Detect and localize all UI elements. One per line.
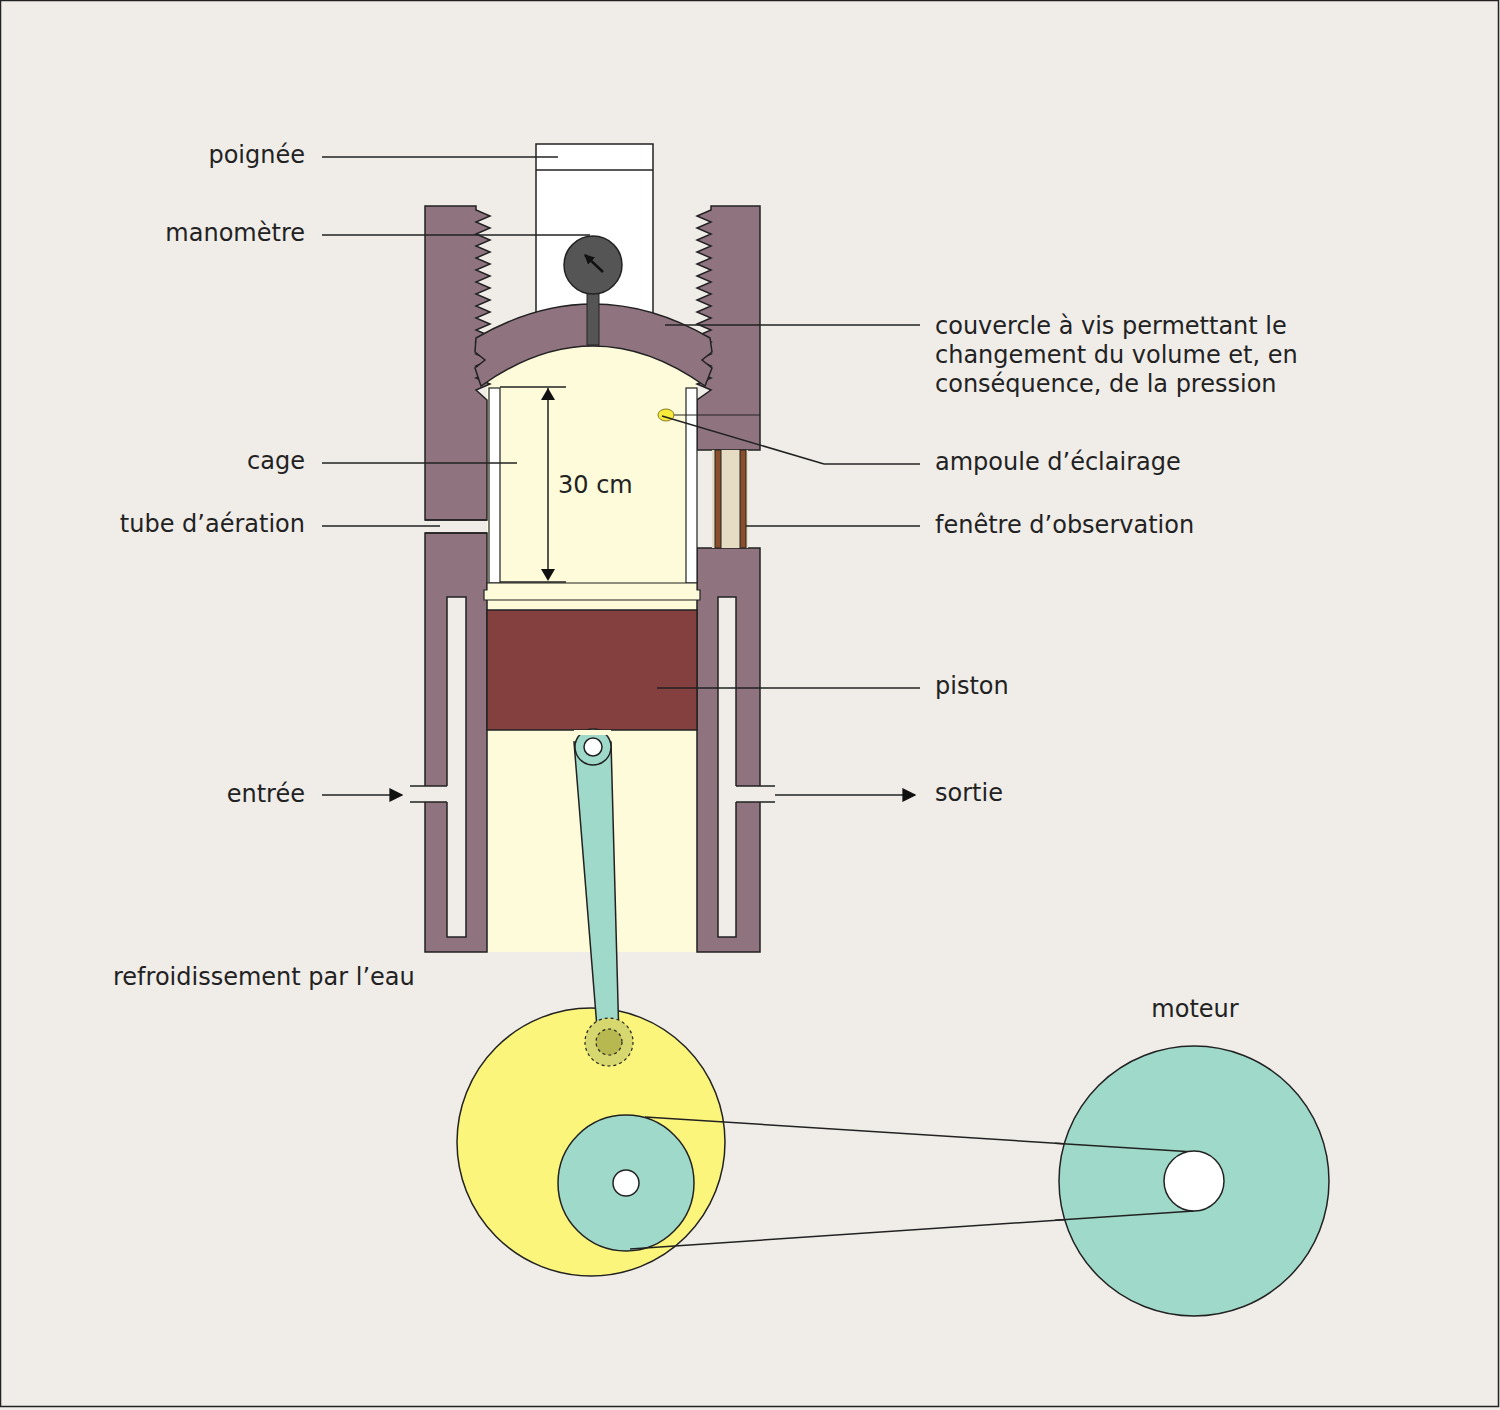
aeration-tube — [425, 532, 487, 534]
pulley — [558, 1115, 694, 1251]
leader-line — [322, 156, 558, 158]
dimension-tick — [500, 386, 566, 388]
leader-line — [662, 416, 824, 464]
leader-line — [746, 525, 920, 527]
motor-label: moteur — [1055, 995, 1335, 1024]
cage-wall — [686, 388, 697, 583]
inlet-pipe — [410, 785, 447, 787]
connecting-rod — [574, 742, 619, 1040]
outlet-pipe — [736, 785, 775, 787]
crank-pin — [596, 1029, 622, 1055]
flow-arrow — [775, 794, 915, 796]
part-label: fenêtre d’observation — [935, 511, 1194, 540]
handle-edge — [536, 169, 653, 171]
dimension-line — [547, 395, 549, 575]
piston — [487, 610, 697, 730]
inlet-pipe — [410, 801, 447, 803]
part-label: ampoule d’éclairage — [935, 448, 1181, 477]
lamp-wire — [672, 414, 760, 415]
dimension-label: 30 cm — [558, 471, 633, 500]
flow-arrow — [322, 794, 402, 796]
part-label: couvercle à vis permettant le changement… — [935, 312, 1345, 399]
arrowhead — [541, 569, 555, 581]
motor-wheel — [1059, 1046, 1329, 1316]
part-label: cage — [247, 447, 305, 476]
flywheel — [457, 1008, 725, 1276]
wrist-pin — [584, 738, 602, 756]
handle — [536, 144, 653, 314]
leader-lines — [322, 157, 920, 795]
motor: moteur — [1055, 995, 1335, 1320]
window-pane — [740, 450, 746, 548]
leader-line — [322, 234, 590, 236]
rod-gap — [574, 730, 611, 735]
aeration-tube — [425, 519, 487, 521]
drive-belt — [1055, 1211, 1194, 1249]
water-channel — [447, 597, 466, 937]
part-label: piston — [935, 672, 1009, 701]
leader-line — [824, 463, 920, 465]
part-label: tube d’aération — [120, 510, 305, 539]
axle-hole — [613, 1170, 639, 1196]
housing-wall — [697, 548, 760, 952]
leader-line — [665, 324, 920, 326]
cage-floor — [484, 583, 700, 600]
housing-wall — [697, 206, 760, 450]
motor-shaft — [1164, 1151, 1224, 1211]
leader-line — [322, 525, 440, 527]
arrowhead — [541, 388, 555, 400]
part-label: sortie — [935, 779, 1003, 808]
part-label: poignée — [208, 141, 305, 170]
part-label: entrée — [227, 780, 305, 809]
window-pane — [715, 450, 721, 548]
cage-wall — [489, 388, 500, 583]
inlet-pipe — [410, 786, 448, 802]
water-channel — [718, 597, 736, 937]
leader-line — [322, 462, 517, 464]
part-label: manomètre — [165, 219, 305, 248]
dimension-tick — [500, 581, 566, 583]
observation-window — [712, 450, 748, 548]
manometer — [564, 236, 622, 294]
manometer-needle — [585, 255, 603, 272]
outlet-pipe — [736, 801, 775, 803]
outlet-pipe — [735, 786, 775, 802]
motor-outline — [1055, 995, 1335, 1320]
housing-wall — [425, 533, 487, 952]
leader-line — [657, 687, 920, 689]
crank-pin — [585, 1018, 633, 1066]
connecting-rod-eye — [575, 729, 611, 765]
part-label: refroidissement par l’eau — [113, 963, 415, 992]
drive-belt — [1055, 1117, 1194, 1152]
